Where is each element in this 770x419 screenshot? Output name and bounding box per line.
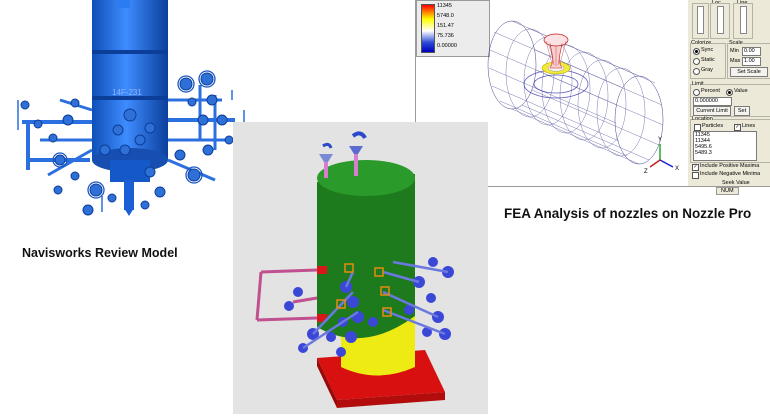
legend-value-1: 11345 xyxy=(437,3,452,9)
limit-percent-label: Percent xyxy=(701,88,720,94)
stress-legend: 11345 5748.0 151.47 75.736 0.00000 xyxy=(416,0,490,57)
slider-frame-2 xyxy=(710,3,730,39)
include-negative-label: Include Negative Minima xyxy=(700,171,761,177)
location-list-item[interactable]: 11344 xyxy=(695,138,710,144)
fea-caption: FEA Analysis of nozzles on Nozzle Pro xyxy=(504,206,752,221)
colorize-sync-label: Sync xyxy=(701,47,714,53)
location-list-item[interactable]: 5489.3 xyxy=(695,150,712,156)
particles-checkbox[interactable] xyxy=(694,124,701,131)
status-num: NUM xyxy=(716,187,739,195)
include-negative-checkbox[interactable] xyxy=(692,172,699,179)
slider-frame-3 xyxy=(733,3,753,39)
axis-triad: Y X Z xyxy=(644,137,679,175)
colorize-static-radio[interactable] xyxy=(693,58,700,65)
top-nozzles xyxy=(319,131,367,178)
location-group xyxy=(690,119,770,163)
axis-x-label: X xyxy=(675,166,679,172)
limit-group xyxy=(690,84,770,117)
vessel-3d-model-view xyxy=(233,122,488,414)
include-positive-label: Include Positive Maxima xyxy=(700,163,760,169)
legend-value-3: 151.47 xyxy=(437,23,454,29)
slider-track-1[interactable] xyxy=(697,6,704,34)
navisworks-vessel-render: 14F-231 xyxy=(17,0,245,216)
scale-group xyxy=(727,43,770,79)
limit-value-label: Value xyxy=(734,88,748,94)
scale-max-label: Max xyxy=(730,58,741,64)
slider-frame-1 xyxy=(692,3,709,39)
vessel-shell xyxy=(92,0,168,160)
vessel-3d-render xyxy=(255,131,454,408)
set-scale-button[interactable]: Set Scale xyxy=(730,67,768,77)
limit-title: Limit xyxy=(692,81,704,87)
location-list-item[interactable]: 5495.6 xyxy=(695,144,712,150)
colorize-static-label: Static xyxy=(701,57,715,63)
navisworks-model-view: 14F-231 xyxy=(0,0,262,230)
location-title: Location xyxy=(692,116,713,122)
location-list[interactable]: 11345 11344 5495.6 5489.3 xyxy=(693,131,757,161)
legend-colorbar xyxy=(421,4,435,53)
vessel-tag-label: 14F-231 xyxy=(112,88,142,97)
nozzle-stress-region xyxy=(541,33,571,75)
scale-max-field[interactable]: 1.00 xyxy=(742,57,761,66)
axis-y-label: Y xyxy=(658,137,662,143)
colorize-title: Colorize xyxy=(691,40,712,46)
colorize-sync-radio[interactable] xyxy=(693,48,700,55)
limit-value-radio[interactable] xyxy=(726,89,733,96)
location-list-item[interactable]: 11345 xyxy=(695,132,710,138)
lines-label: Lines xyxy=(742,123,756,129)
particles-label: Particles xyxy=(702,123,724,129)
scale-min-label: Min xyxy=(730,48,739,54)
left-piping xyxy=(255,268,318,322)
colorize-gray-radio[interactable] xyxy=(693,68,700,75)
limit-value-field[interactable]: 0.000000 xyxy=(693,97,732,106)
include-positive-checkbox[interactable]: ✓ xyxy=(692,164,699,171)
seek-value-label: Seek Value xyxy=(722,180,750,186)
scale-min-field[interactable]: 0.00 xyxy=(742,47,761,56)
axis-z-label: Z xyxy=(644,169,648,175)
current-limit-button[interactable]: Current Limit xyxy=(693,106,731,116)
slider-track-line[interactable] xyxy=(740,6,747,34)
limit-percent-radio[interactable] xyxy=(693,89,700,96)
navisworks-caption: Navisworks Review Model xyxy=(22,246,178,260)
cylinder-mesh xyxy=(487,20,664,165)
set-limit-button[interactable]: Set xyxy=(734,106,750,116)
vessel-upper-shell xyxy=(317,174,415,339)
legend-value-5: 0.00000 xyxy=(437,43,457,49)
legend-value-4: 75.736 xyxy=(437,33,454,39)
nozzle-pipes xyxy=(302,260,449,350)
legend-value-2: 5748.0 xyxy=(437,13,454,19)
lines-checkbox[interactable]: ✓ xyxy=(734,124,741,131)
slider-track-loc[interactable] xyxy=(717,6,724,34)
scale-title: Scale xyxy=(729,40,743,46)
fea-mesh-render: Y X Z xyxy=(487,20,679,175)
fea-control-panel: Loc Line Colorize Sync Static Gray Scale… xyxy=(688,0,770,186)
colorize-gray-label: Gray xyxy=(701,67,713,73)
